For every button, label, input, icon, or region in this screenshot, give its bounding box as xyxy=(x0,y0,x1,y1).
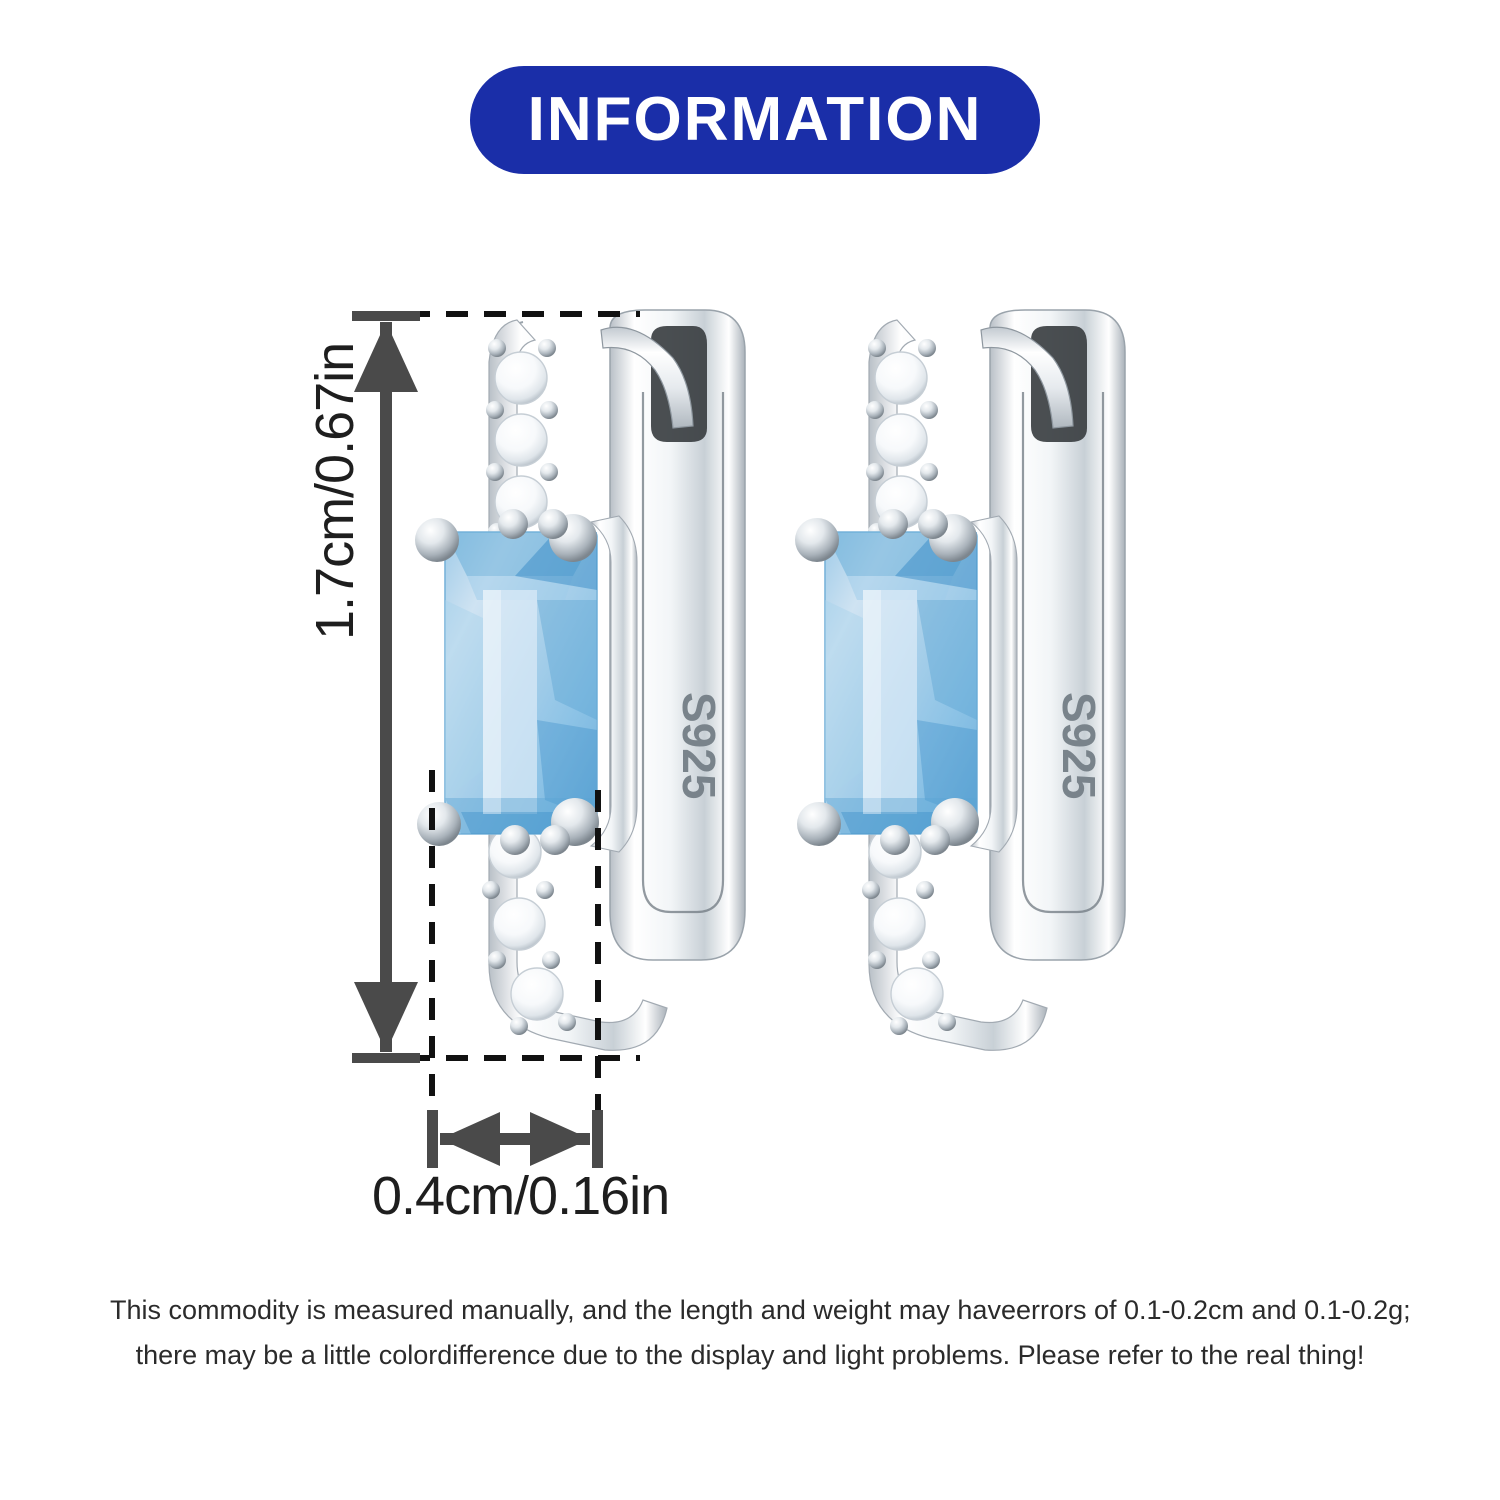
disclaimer-line-2: there may be a little colordifference du… xyxy=(135,1339,1365,1370)
height-measurement-label: 1.7cm/0.67in xyxy=(305,342,365,640)
width-tick-right xyxy=(592,1110,603,1168)
height-arrow-shaft xyxy=(380,322,392,1052)
disclaimer-text: This commodity is measured manually, and… xyxy=(110,1288,1411,1377)
gem-prongs-right xyxy=(795,509,979,855)
gemstone-left xyxy=(444,531,598,835)
information-badge: INFORMATION xyxy=(470,66,1040,174)
pave-stones-upper-left xyxy=(486,339,558,541)
width-tick-left xyxy=(427,1110,438,1168)
earring-right: S925 xyxy=(795,309,1126,1051)
metal-stamp-right: S925 xyxy=(1053,692,1105,799)
width-arrowhead-right xyxy=(530,1112,590,1166)
disclaimer-line-1: This commodity is measured manually, and… xyxy=(110,1295,1411,1325)
gemstone-right xyxy=(824,531,978,835)
width-arrow-shaft xyxy=(440,1133,590,1145)
width-measurement-label: 0.4cm/0.16in xyxy=(372,1166,670,1226)
width-arrowhead-left xyxy=(440,1112,500,1166)
gem-prongs-left xyxy=(415,509,599,855)
information-badge-label: INFORMATION xyxy=(527,85,983,154)
earring-left: S925 xyxy=(415,309,746,1051)
metal-stamp-left: S925 xyxy=(673,692,725,799)
